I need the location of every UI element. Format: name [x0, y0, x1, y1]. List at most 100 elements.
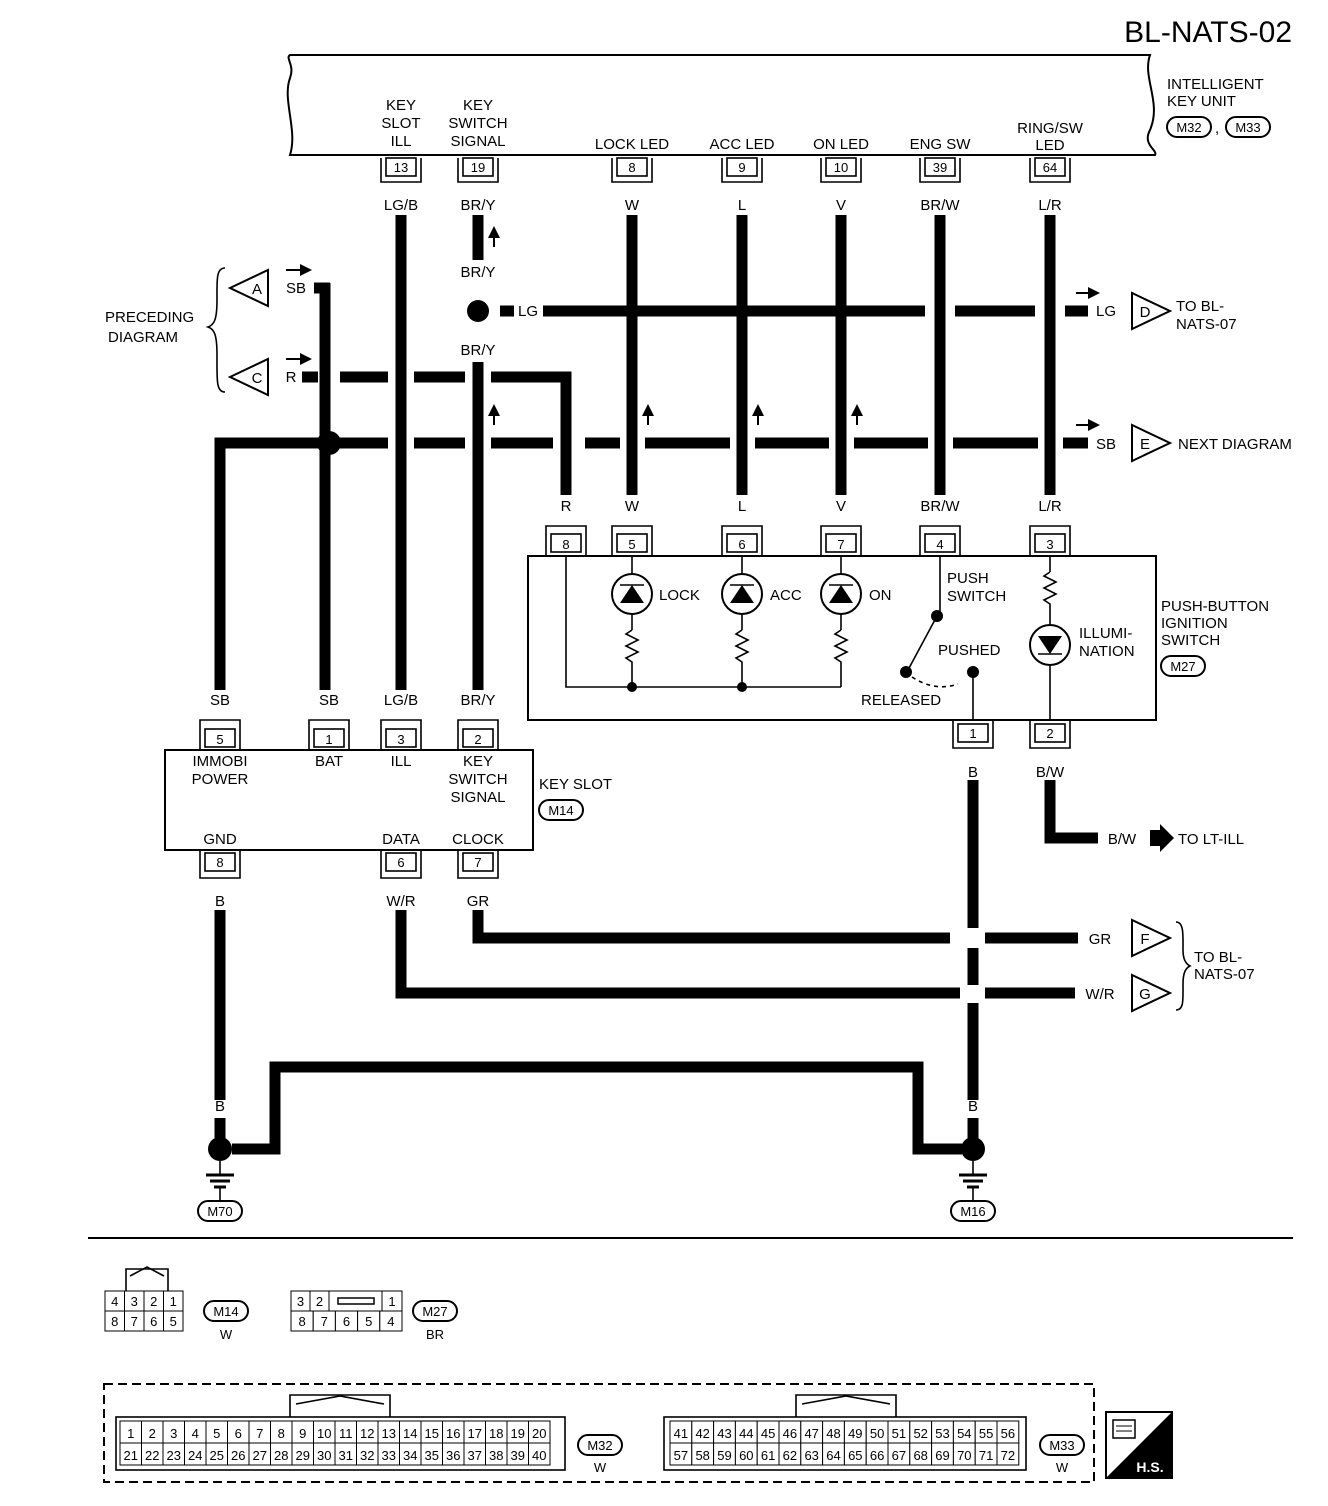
wire-code: L/R: [1038, 197, 1062, 214]
cavity-number: 2: [150, 1294, 157, 1309]
ikey-pin-key-slot-ill: KEY SLOT ILL: [381, 97, 420, 150]
wire-label: LG: [1096, 303, 1116, 320]
ikey-pin-boxes: 13 19 8 9 10 39 64: [380, 157, 1071, 183]
cavity-number: 21: [124, 1448, 138, 1463]
cavity-number: 11: [339, 1426, 353, 1441]
junction-dot: [317, 431, 341, 455]
wire-label: B: [270, 1098, 280, 1115]
wire-code: R: [561, 498, 572, 515]
cavity-number: 67: [892, 1448, 906, 1463]
wire-label: B: [913, 1098, 923, 1115]
cavity-number: 33: [382, 1448, 396, 1463]
keyslot-pin-name: GND: [203, 831, 237, 848]
svg-text:C: C: [252, 370, 263, 387]
wire-code: B: [968, 764, 978, 781]
cavity-number: 70: [957, 1448, 971, 1463]
svg-text:ILLUMI-: ILLUMI-: [1079, 625, 1132, 642]
svg-text:W: W: [220, 1327, 233, 1342]
keyslot-pin-name: BAT: [315, 753, 343, 770]
cavity-number: 45: [761, 1426, 775, 1441]
wire-label: SB: [1096, 436, 1116, 453]
cavity-number: 52: [913, 1426, 927, 1441]
cavity-number: 36: [446, 1448, 460, 1463]
cavity-number: 28: [274, 1448, 288, 1463]
svg-text:8: 8: [216, 855, 223, 870]
cavity-number: 44: [739, 1426, 753, 1441]
cavity-number: 23: [167, 1448, 181, 1463]
cavity-number: 54: [957, 1426, 971, 1441]
hs-badge-icon: H.S.: [1105, 1411, 1173, 1479]
ikey-pin-name: SLOT: [381, 115, 420, 132]
svg-text:6: 6: [397, 855, 404, 870]
keyslot-pin-name: KEY: [463, 753, 493, 770]
keyslot-bottom-pin-boxes: 8 6 7: [199, 850, 499, 879]
keyslot-pin-name: SWITCH: [448, 771, 507, 788]
svg-text:8: 8: [562, 537, 569, 552]
cavity-number: 50: [870, 1426, 884, 1441]
wire-label: SB: [286, 280, 306, 297]
cavity-number: 8: [111, 1314, 118, 1329]
ground-m16: M16: [950, 1118, 996, 1222]
wire-label: B: [968, 1098, 978, 1115]
cavity-number: 5: [365, 1314, 372, 1329]
preceding-brace: [205, 267, 226, 393]
cavity-number: 22: [145, 1448, 159, 1463]
cavity-number: 9: [299, 1426, 306, 1441]
svg-text:NATION: NATION: [1079, 643, 1135, 660]
svg-text:LOCK: LOCK: [659, 587, 700, 604]
svg-text:3: 3: [397, 732, 404, 747]
svg-text:M14: M14: [213, 1304, 238, 1319]
wire-label: GR: [1089, 931, 1112, 948]
cavity-number: 61: [761, 1448, 775, 1463]
svg-text:D: D: [1140, 304, 1151, 321]
cavity-number: 10: [317, 1426, 331, 1441]
wire-code: W: [625, 498, 640, 515]
offpage-connector-e: E: [1131, 423, 1173, 463]
ikey-pin-name: ACC LED: [709, 136, 774, 153]
connector-cavity: [379, 1310, 403, 1332]
wire-label: B: [215, 1098, 225, 1115]
wire-code: W/R: [386, 893, 415, 910]
wire-code: LG/B: [384, 197, 418, 214]
cavity-number: 42: [695, 1426, 709, 1441]
cavity-number: 3: [297, 1294, 304, 1309]
cavity-number: 19: [511, 1426, 525, 1441]
svg-text:G: G: [1139, 986, 1151, 1003]
cavity-number: 38: [489, 1448, 503, 1463]
to-lt-ill-label: TO LT-ILL: [1178, 831, 1244, 848]
svg-text:M16: M16: [960, 1204, 985, 1219]
to-bl-nats-07-fg-1: TO BL-: [1194, 949, 1242, 966]
pin-number: 10: [834, 160, 848, 175]
cavity-number: 24: [188, 1448, 202, 1463]
pin-number: 19: [471, 160, 485, 175]
pin-number: 8: [628, 160, 635, 175]
wire-label: R: [286, 369, 297, 386]
svg-text:2: 2: [474, 732, 481, 747]
wire-code: L/R: [1038, 498, 1062, 515]
ikey-pin-on-led: ON LED: [813, 136, 869, 153]
cavity-number: 37: [468, 1448, 482, 1463]
on-led-icon: [820, 573, 862, 687]
svg-text:IGNITION: IGNITION: [1161, 615, 1228, 632]
svg-text:F: F: [1140, 931, 1149, 948]
cavity-number: 6: [150, 1314, 157, 1329]
ikey-pin-ring-led: RING/SW LED: [1017, 120, 1084, 154]
svg-text:W: W: [1056, 1460, 1069, 1475]
cavity-number: 4: [192, 1426, 199, 1441]
cavity-number: 2: [316, 1294, 323, 1309]
cavity-number: 1: [127, 1426, 134, 1441]
svg-text:M32: M32: [587, 1438, 612, 1453]
cavity-number: 32: [360, 1448, 374, 1463]
svg-text:RELEASED: RELEASED: [861, 692, 941, 709]
pb-bottom-pin-boxes: 1 2: [952, 720, 1071, 749]
svg-text:1: 1: [325, 732, 332, 747]
cavity-number: 68: [913, 1448, 927, 1463]
cavity-number: 1: [170, 1294, 177, 1309]
svg-text:ACC: ACC: [770, 587, 802, 604]
cavity-number: 39: [511, 1448, 525, 1463]
svg-text:W: W: [594, 1460, 607, 1475]
cavity-number: 18: [489, 1426, 503, 1441]
keyslot-top-pin-boxes: 5 1 3 2: [199, 719, 499, 750]
illumination-led-icon: [1029, 556, 1071, 720]
